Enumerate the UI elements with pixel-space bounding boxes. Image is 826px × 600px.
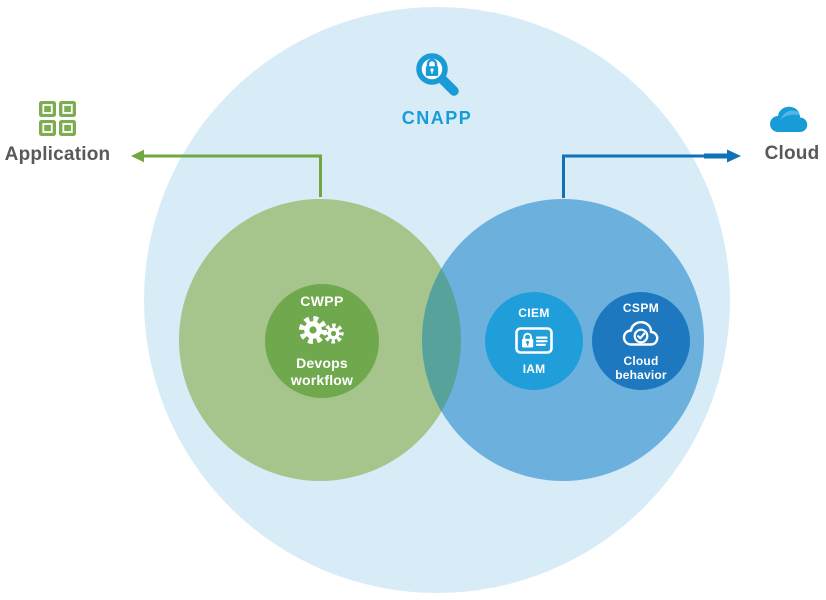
application-label: Application: [4, 144, 111, 165]
cspm-title: CSPM: [622, 300, 660, 315]
id-card-lock-icon: [515, 327, 553, 354]
cnapp-header: CNAPP: [377, 51, 497, 129]
cloud-label: Cloud: [764, 143, 820, 164]
cspm-node: CSPM Cloud behavior: [592, 292, 690, 390]
cloud-endpoint: Cloud: [737, 103, 826, 165]
ciem-node: CIEM IAM: [485, 292, 583, 390]
ciem-subtitle: IAM: [522, 362, 546, 376]
app-grid-icon: [38, 101, 76, 136]
cloud-check-icon: [622, 320, 659, 346]
ciem-title: CIEM: [518, 306, 550, 320]
application-arrowhead-icon: [131, 149, 144, 163]
cloud-icon: [770, 106, 808, 132]
magnifier-lock-icon: [416, 53, 459, 96]
double-gears-icon: [299, 316, 344, 344]
cloud-arrow-shaft: [704, 153, 730, 159]
cloud-arrowhead-icon: [727, 149, 741, 163]
application-arrow-line: [144, 154, 322, 197]
cwpp-subtitle: Devops workflow: [290, 355, 354, 388]
cwpp-title: CWPP: [300, 293, 344, 309]
cloud-arrow-line: [562, 154, 706, 198]
application-endpoint: Application: [0, 100, 115, 166]
cwpp-circle: [265, 284, 379, 398]
cspm-subtitle: Cloud behavior: [615, 353, 667, 382]
ciem-circle: [485, 292, 583, 390]
cwpp-node: CWPP Devops workflow: [265, 284, 379, 398]
cnapp-title: CNAPP: [401, 108, 473, 128]
